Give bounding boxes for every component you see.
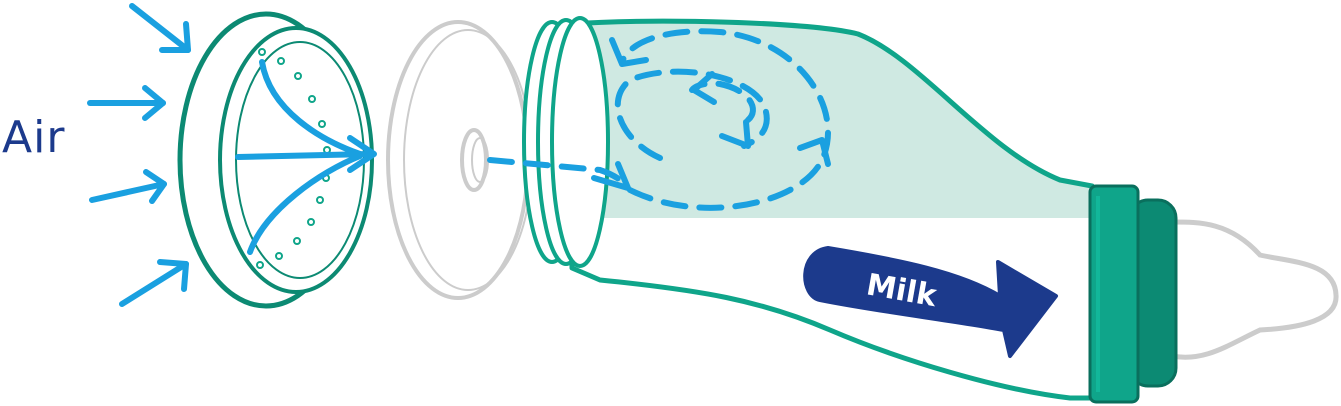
nipple-ring xyxy=(1088,184,1178,404)
vent-holes xyxy=(256,48,331,269)
milk-flow-arrow: Milk xyxy=(803,246,1058,358)
air-arrow xyxy=(87,85,166,121)
vent-cap-inner xyxy=(218,26,374,294)
bottle-collar xyxy=(522,16,610,268)
air-arrows xyxy=(87,3,191,307)
internal-air-flow xyxy=(235,59,377,255)
air-swirl xyxy=(487,28,831,211)
nipple xyxy=(1171,219,1339,360)
vent-cap xyxy=(177,11,377,309)
air-arrow xyxy=(129,3,191,53)
air-arrow xyxy=(89,169,167,204)
air-arrow xyxy=(119,259,189,307)
swirl-arrowheads xyxy=(591,37,831,191)
air-label: Air xyxy=(2,112,66,163)
